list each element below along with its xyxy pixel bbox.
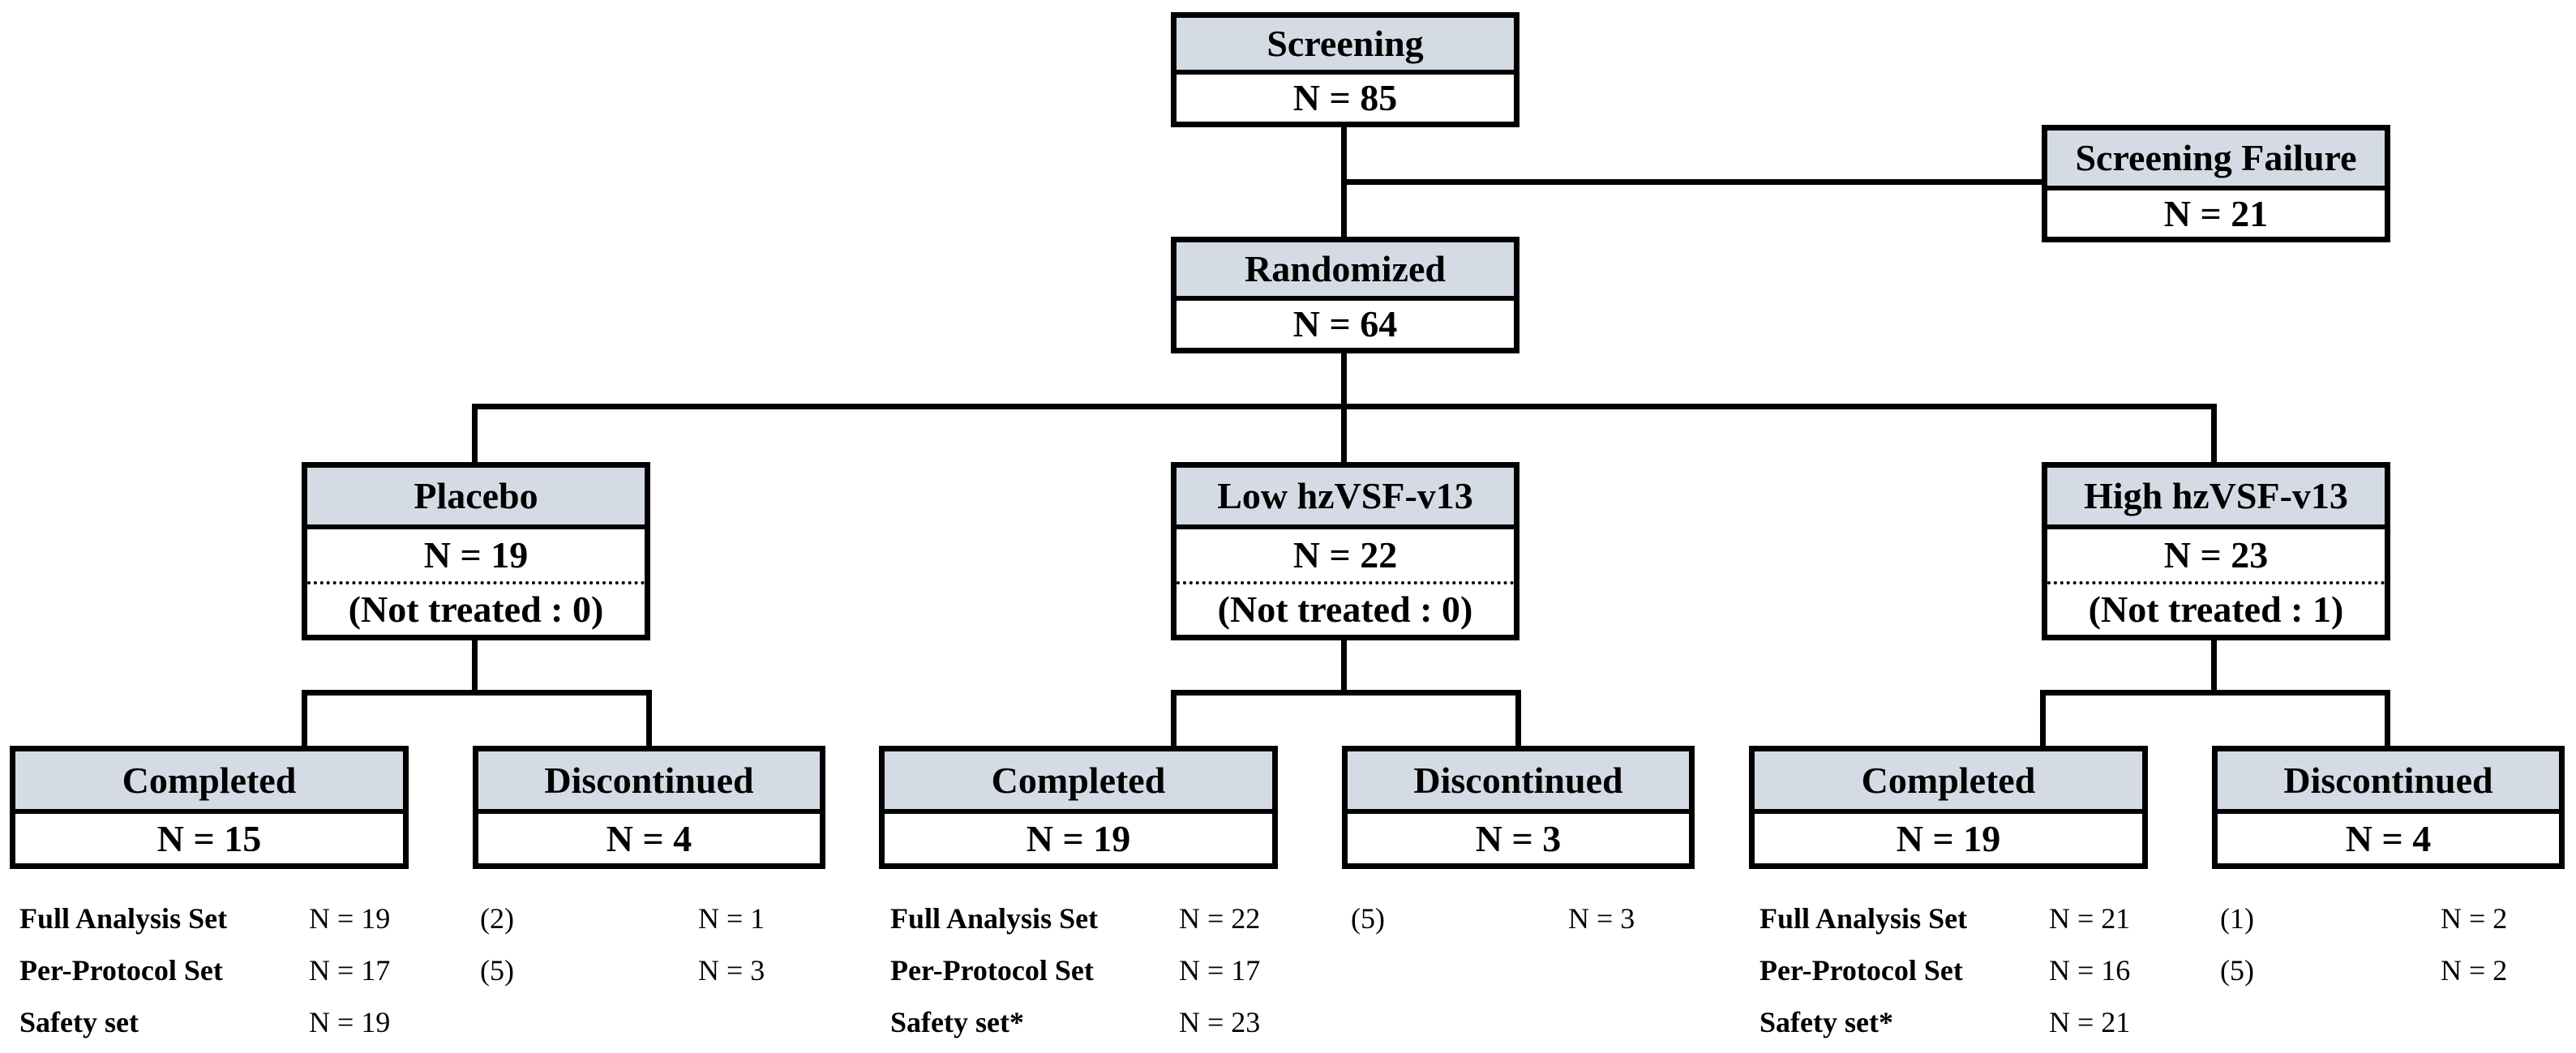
arm-not-treated: (Not treated : 0) [348,589,604,630]
connector-high-completed [2040,690,2046,747]
set-count: N = 19 [309,902,391,935]
connector-placebo-split-v [472,638,478,695]
set-count: N = 16 [2049,954,2131,987]
set-label: Safety set [19,1006,139,1038]
arm-not-treated: (Not treated : 0) [1217,589,1473,630]
reason-count: N = 2 [2441,954,2508,987]
discontinued-title: Discontinued [2218,751,2559,814]
connector-low-split-v [1341,638,1347,695]
connector-high-discontinued [2385,690,2390,747]
set-count: N = 19 [309,1006,391,1038]
reason-code: (1) [2220,902,2254,935]
connector-low-discontinued [1515,690,1521,747]
discontinued-box-low: Discontinued N = 3 [1342,746,1695,869]
reason-count: N = 2 [2441,902,2508,935]
connector-high-split-h [2040,690,2390,696]
screening-failure-count: N = 21 [2163,193,2269,234]
screening-title: Screening [1177,18,1514,75]
set-count: N = 21 [2049,902,2131,935]
connector-placebo-down [472,404,478,464]
arm-title: Low hzVSF-v13 [1177,468,1514,529]
connector-low-split-h [1171,690,1521,696]
connector-high-split-v [2211,638,2217,695]
set-label: Full Analysis Set [890,902,1099,935]
discontinued-count: N = 4 [606,818,692,859]
arm-box-high: High hzVSF-v13 N = 23 (Not treated : 1) [2042,462,2390,640]
reason-count: N = 3 [1568,902,1635,935]
completed-box-placebo: Completed N = 15 [10,746,409,869]
discontinued-box-placebo: Discontinued N = 4 [473,746,825,869]
connector-placebo-discontinued [646,690,652,747]
completed-box-low: Completed N = 19 [879,746,1278,869]
connector-screening-failure-branch [1341,179,2045,185]
set-label: Safety set* [890,1006,1024,1038]
completed-count: N = 15 [156,818,262,859]
reason-count: N = 1 [698,902,765,935]
set-label: Safety set* [1759,1006,1893,1038]
randomized-box: Randomized N = 64 [1171,237,1519,353]
discontinued-box-high: Discontinued N = 4 [2212,746,2565,869]
set-label: Per-Protocol Set [19,954,223,987]
discontinued-count: N = 4 [2345,818,2432,859]
reason-code: (2) [480,902,514,935]
arm-box-placebo: Placebo N = 19 (Not treated : 0) [302,462,650,640]
screening-count: N = 85 [1292,77,1398,118]
set-count: N = 22 [1179,902,1261,935]
discontinued-count: N = 3 [1475,818,1562,859]
screening-failure-title: Screening Failure [2047,131,2385,190]
completed-title: Completed [15,751,403,814]
screening-failure-box: Screening Failure N = 21 [2042,125,2390,242]
completed-count: N = 19 [1896,818,2001,859]
arm-not-treated: (Not treated : 1) [2088,589,2344,630]
arm-count: N = 23 [2047,529,2385,584]
arm-title: High hzVSF-v13 [2047,468,2385,529]
discontinued-title: Discontinued [1348,751,1689,814]
arm-count: N = 19 [307,529,645,584]
set-count: N = 23 [1179,1006,1261,1038]
discontinued-title: Discontinued [478,751,820,814]
reason-code: (5) [2220,954,2254,987]
reason-code: (5) [1351,902,1385,935]
screening-box: Screening N = 85 [1171,12,1519,127]
randomized-count: N = 64 [1292,303,1398,345]
completed-box-high: Completed N = 19 [1749,746,2148,869]
completed-title: Completed [1755,751,2142,814]
connector-randomized-down [1341,351,1347,409]
completed-count: N = 19 [1026,818,1131,859]
set-count: N = 17 [1179,954,1261,987]
set-label: Full Analysis Set [1759,902,1968,935]
connector-placebo-split-h [302,690,652,696]
arm-box-low: Low hzVSF-v13 N = 22 (Not treated : 0) [1171,462,1519,640]
reason-count: N = 3 [698,954,765,987]
set-label: Per-Protocol Set [1759,954,1963,987]
connector-placebo-completed [302,690,307,747]
reason-code: (5) [480,954,514,987]
set-count: N = 21 [2049,1006,2131,1038]
randomized-title: Randomized [1177,242,1514,301]
arm-count: N = 22 [1177,529,1514,584]
set-label: Per-Protocol Set [890,954,1094,987]
set-label: Full Analysis Set [19,902,228,935]
completed-title: Completed [885,751,1272,814]
connector-high-down [2211,404,2217,464]
set-count: N = 17 [309,954,391,987]
connector-low-completed [1171,690,1177,747]
arm-title: Placebo [307,468,645,529]
connector-low-down [1341,404,1347,464]
